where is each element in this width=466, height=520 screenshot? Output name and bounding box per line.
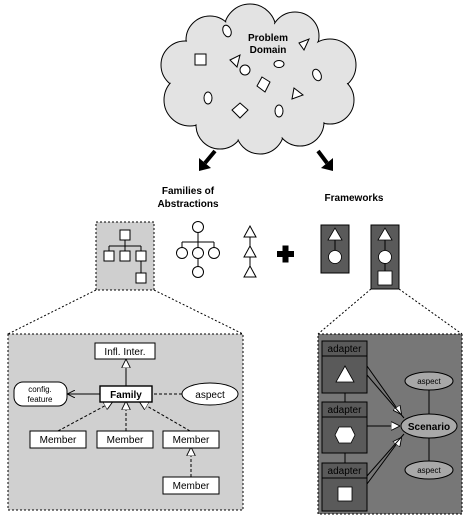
- family-tree-circles: [176, 221, 220, 278]
- config-feature-box: config. feature: [13, 381, 68, 407]
- cloud-circle-shape: [239, 64, 251, 76]
- config-feature-label-line1: config.: [28, 385, 52, 394]
- plus-icon: [277, 245, 294, 263]
- family-tree-highlighted: [95, 221, 155, 291]
- infl-inter-label: Infl. Inter.: [104, 347, 145, 358]
- adapter-label: adapter: [328, 466, 363, 477]
- infl-inter-box: Infl. Inter.: [94, 342, 156, 360]
- zoom-lines: [7, 288, 463, 335]
- problem-domain-cloud: Problem Domain: [160, 3, 357, 155]
- cloud-ellipse-shape: [312, 68, 322, 82]
- cloud-diamond-shape: [256, 76, 271, 93]
- cloud-diamond-shape: [231, 102, 249, 119]
- framework-detail-panel: adapter adapter adapter Scenario aspect: [317, 333, 463, 515]
- cloud-ellipse-shape: [203, 91, 213, 105]
- aspect-label: aspect: [417, 466, 441, 475]
- arrow-to-frameworks: [316, 149, 333, 171]
- frameworks-label: Frameworks: [325, 193, 384, 204]
- aspect-label: aspect: [417, 377, 441, 386]
- member-box-2: Member: [96, 430, 154, 449]
- framework-icon-1: [320, 224, 350, 274]
- config-feature-label-line2: feature: [28, 395, 53, 404]
- problem-domain-label-line1: Problem: [248, 33, 288, 44]
- problem-domain-label-line2: Domain: [250, 45, 287, 56]
- sub-member-box: Member: [162, 476, 220, 495]
- member-label: Member: [40, 435, 77, 446]
- member-label: Member: [107, 435, 144, 446]
- families-label-line1: Families of: [162, 186, 215, 197]
- scenario-ellipse: Scenario: [400, 413, 458, 439]
- member-label: Member: [173, 435, 210, 446]
- family-detail-panel: Infl. Inter. Family config. feature aspe…: [7, 333, 244, 511]
- cloud-triangle-shape: [229, 54, 241, 68]
- family-chain-triangles: [243, 224, 257, 278]
- adapter-box-3: adapter: [321, 462, 368, 512]
- cloud-ellipse-shape: [222, 24, 232, 38]
- aspect-label: aspect: [195, 390, 225, 401]
- family-label: Family: [110, 390, 142, 401]
- adapter-label: adapter: [328, 344, 363, 355]
- cloud-ellipse-shape: [274, 104, 284, 118]
- member-box-1: Member: [29, 430, 87, 449]
- aspect-ellipse: aspect: [181, 382, 239, 406]
- cloud-ellipse-shape: [273, 60, 285, 68]
- scenario-label: Scenario: [408, 422, 450, 433]
- member-box-3: Member: [162, 430, 220, 449]
- member-label: Member: [173, 481, 210, 492]
- cloud-square-shape: [194, 53, 207, 66]
- framework-icon-2: [370, 224, 400, 290]
- framework-aspect-top: aspect: [404, 371, 454, 391]
- family-box: Family: [99, 385, 153, 403]
- adapter-box-2: adapter: [321, 401, 368, 454]
- arrow-to-families: [199, 149, 217, 171]
- families-label-line2: Abstractions: [157, 199, 219, 210]
- framework-aspect-bottom: aspect: [404, 460, 454, 480]
- adapter-label: adapter: [328, 405, 363, 416]
- cloud-triangle-shape: [291, 87, 305, 100]
- adapter-box-1: adapter: [321, 340, 368, 394]
- cloud-triangle-shape: [298, 38, 310, 51]
